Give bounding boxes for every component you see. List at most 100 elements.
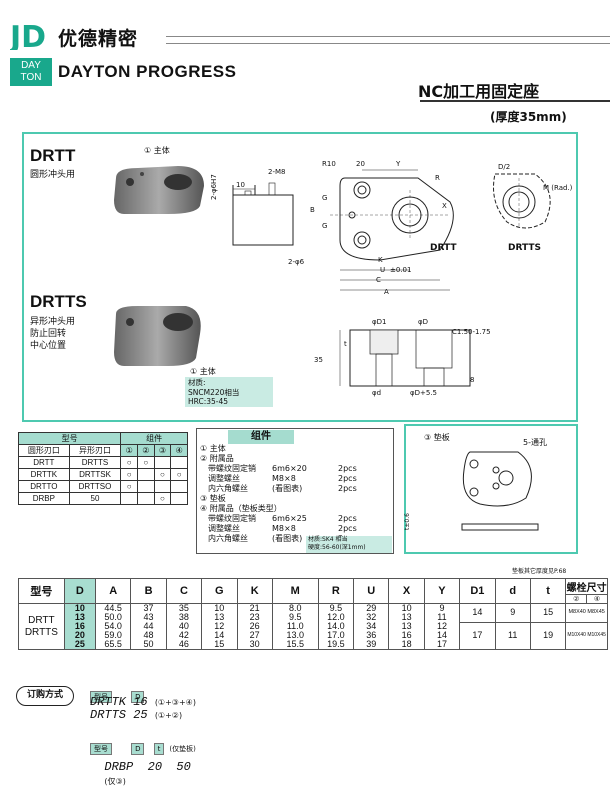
dim-35: 35	[314, 356, 323, 364]
brand-cn-name: 优德精密	[58, 28, 139, 50]
comp-sub-3: ③	[153, 444, 172, 457]
shim-t-label: t±0.6	[404, 513, 411, 530]
label-drtts: DRTTS	[508, 243, 541, 253]
parts-note: 材质:SK4 相当 硬度:56-60(深1mm)	[306, 536, 392, 553]
dim-a: A	[384, 288, 389, 296]
page-title: NC加工用固定座	[418, 82, 540, 101]
dim-tol: ±0.01	[390, 266, 412, 274]
section-view	[320, 318, 480, 404]
dim-y: Y	[396, 160, 401, 168]
dim-x: X	[442, 202, 447, 210]
order-ex1-line2: DRTTS 25 (①+②)	[90, 708, 183, 722]
dim-phi-d55: φD+5.5	[410, 389, 438, 397]
order-ex2-tags: 型号 D t (仅垫板)	[90, 736, 196, 755]
comp-sub-4: ④	[170, 444, 188, 457]
col-a: A	[94, 578, 132, 604]
dim-g: G	[322, 194, 328, 202]
title-underline	[420, 100, 610, 102]
shim-frame	[404, 424, 578, 554]
drtt-code: DRTT	[30, 146, 76, 165]
dim-m-rad: M (Rad.)	[543, 184, 573, 192]
col-model: 型号	[18, 578, 65, 604]
col-d-small: d	[494, 578, 531, 604]
brand-logo: JD	[8, 20, 54, 55]
comp-header-model: 型号	[17, 432, 122, 445]
col-r: R	[317, 578, 355, 604]
col-t: t	[529, 578, 567, 604]
order-ex2-line: DRBP 20 50 (仅③)	[104, 760, 191, 786]
comp-sub-round: 圆形刃口	[18, 444, 70, 457]
parts-title: 组件	[228, 430, 294, 444]
parts-specs: 6m6×20 M8×8 (看图表) 6m6×25 M8×8 (看图表)	[272, 464, 307, 543]
col-g: G	[201, 578, 238, 604]
badge-bottom: TON	[20, 72, 42, 83]
comp-sub-2: ②	[136, 444, 155, 457]
parts-qty: 2pcs 2pcs 2pcs 2pcs 2pcs 2pcs	[338, 464, 357, 543]
dim-phi6h7: 2-φ6H7	[210, 174, 218, 200]
col-u: U	[353, 578, 390, 604]
material-box: 材质: SNCM220相当 HRC:35-45	[185, 377, 273, 407]
side-view	[225, 165, 300, 255]
front-view-drtt	[300, 160, 460, 300]
dim-8: 8	[470, 376, 475, 384]
col-x: X	[388, 578, 425, 604]
col-y: Y	[423, 578, 461, 604]
dim-phi-d-small: φd	[372, 389, 382, 397]
header-rule	[166, 36, 610, 44]
dim-g2: G	[322, 222, 328, 230]
brand-en-name: DAYTON PROGRESS	[58, 62, 237, 81]
drtts-desc-1: 异形冲头用	[30, 317, 76, 327]
drtt-main-body: ① 主体	[144, 146, 170, 155]
col-d1: D1	[459, 578, 496, 604]
drtt-photo	[108, 160, 208, 218]
dim-c: C	[376, 276, 381, 284]
col-m: M	[271, 578, 319, 604]
parts-frame	[196, 428, 394, 554]
drtts-main-body: ① 主体	[190, 367, 216, 376]
dim-r: R	[435, 174, 440, 182]
col-d: D	[63, 578, 97, 604]
dim-20: 20	[356, 160, 365, 168]
dim-2m8: 2-M8	[268, 168, 286, 176]
dim-c150: C1.50-1.75	[452, 328, 491, 336]
dimension-table: 型号 D A B C G K M R U X Y D1 d t 螺栓尺寸 ② ④…	[18, 578, 608, 650]
label-drtt: DRTT	[430, 243, 457, 253]
shim-drawing	[440, 440, 560, 540]
order-ex1-tags: 型号 D	[90, 684, 145, 703]
drtts-desc-2: 防止回转	[30, 329, 67, 339]
drawing-frame	[22, 132, 578, 422]
material-3: HRC:35-45	[188, 397, 229, 406]
svg-text:JD: JD	[10, 20, 46, 50]
front-view-drtts	[485, 162, 565, 242]
drtt-desc: 圆形冲头用	[30, 170, 76, 180]
col-bolt: 螺栓尺寸 ② ④	[565, 578, 608, 604]
drtts-desc-3: 中心位置	[30, 341, 67, 351]
thickness-note: 垫板其它厚度见P.68	[512, 568, 567, 575]
dim-10: 10	[236, 181, 245, 189]
drtts-photo	[108, 300, 208, 370]
drtts-code: DRTTS	[30, 292, 87, 311]
shim-hole-label: 5-通孔	[523, 438, 547, 447]
dim-2phi6: 2-φ6	[288, 258, 305, 266]
order-ex1-line1: DRTTK 16 (①+③+④)	[90, 695, 196, 709]
dim-phi-d1: φD1	[372, 318, 387, 326]
order-label: 订购方式	[16, 686, 74, 706]
dim-b: B	[310, 206, 315, 214]
col-c: C	[165, 578, 203, 604]
dim-u: U	[380, 266, 386, 274]
brand-badge: DAY TON	[10, 58, 52, 86]
dim-k: K	[378, 256, 383, 264]
parts-names: ① 主体 ② 附属品 带螺纹固定销 调整螺丝 内六角螺丝 ③ 垫板 ④ 附属品（…	[200, 444, 282, 543]
badge-top: DAY	[21, 60, 41, 71]
page-subtitle: (厚度35mm)	[490, 110, 567, 124]
material-1: 材质:	[188, 378, 206, 387]
col-k: K	[236, 578, 273, 604]
dim-r10: R10	[322, 160, 336, 168]
